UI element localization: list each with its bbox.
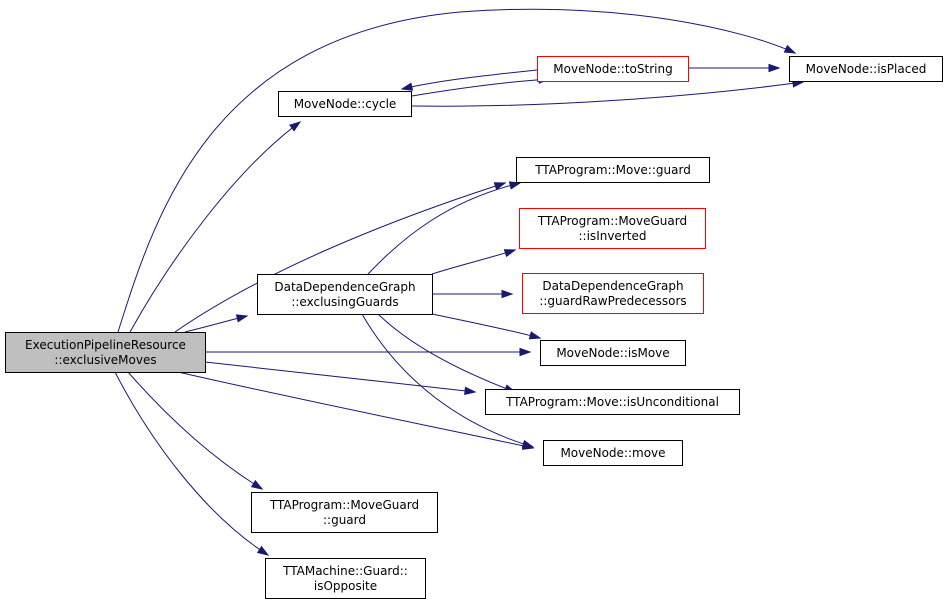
edge-arrowhead xyxy=(503,249,517,258)
node-isOpposite[interactable]: TTAMachine::Guard::isOpposite xyxy=(265,558,426,599)
edge-cycle-to-toString xyxy=(411,75,551,97)
node-box xyxy=(789,56,943,82)
edge-root-to-nodeMove xyxy=(177,371,535,450)
node-label-line: MoveNode::toString xyxy=(553,62,672,76)
node-label-line: isOpposite xyxy=(314,579,377,593)
node-label-line: ::exclusingGuards xyxy=(291,295,398,309)
node-label-line: MoveNode::isMove xyxy=(556,346,669,360)
edge-exclusingGuards-to-moveGuard xyxy=(367,181,522,275)
node-isUnconditional[interactable]: TTAProgram::Move::isUnconditional xyxy=(485,389,740,415)
nodes-layer: ExecutionPipelineResource::exclusiveMove… xyxy=(5,56,943,599)
edge-arrowhead xyxy=(400,82,414,91)
node-label-line: MoveNode::cycle xyxy=(294,97,397,111)
node-label-line: DataDependenceGraph xyxy=(542,279,683,293)
edge-line xyxy=(367,182,521,275)
node-cycle[interactable]: MoveNode::cycle xyxy=(278,91,412,117)
edge-line xyxy=(377,313,516,393)
edge-root-to-exclusingGuards xyxy=(184,314,249,333)
node-label-line: TTAProgram::MoveGuard xyxy=(269,498,419,512)
node-label-line: MoveNode::move xyxy=(560,446,665,460)
edge-toString-to-cycle xyxy=(400,69,538,91)
node-box xyxy=(5,332,206,373)
edge-root-to-mgGuard xyxy=(127,371,264,490)
edge-arrowhead xyxy=(508,181,522,190)
node-label-line: DataDependenceGraph xyxy=(274,280,415,294)
node-guardRaw[interactable]: DataDependenceGraph::guardRawPredecessor… xyxy=(522,273,704,314)
node-box xyxy=(516,157,710,183)
edge-line xyxy=(174,182,506,333)
edge-cycle-to-isPlaced xyxy=(411,79,805,107)
node-toString[interactable]: MoveNode::toString xyxy=(537,56,689,82)
node-box xyxy=(519,208,706,249)
edge-root-to-isMove xyxy=(205,347,532,357)
edge-line xyxy=(114,371,269,556)
edge-toString-to-isPlaced xyxy=(688,63,781,73)
node-label-line: TTAProgram::Move::guard xyxy=(534,163,691,177)
node-box xyxy=(278,91,412,117)
node-box xyxy=(257,274,433,315)
node-box xyxy=(251,492,438,533)
edge-root-to-isPlaced xyxy=(117,8,797,333)
node-box xyxy=(522,273,704,314)
edge-arrowhead xyxy=(519,347,532,357)
node-label-line: TTAProgram::Move::isUnconditional xyxy=(505,395,719,409)
node-nodeMove[interactable]: MoveNode::move xyxy=(543,440,683,466)
node-label-line: TTAProgram::MoveGuard xyxy=(537,214,687,228)
edge-root-to-moveGuard xyxy=(174,182,507,333)
edge-arrowhead xyxy=(256,545,270,556)
node-box xyxy=(543,440,683,466)
edge-arrowhead xyxy=(521,439,535,448)
node-isMove[interactable]: MoveNode::isMove xyxy=(540,340,686,366)
edge-arrowhead xyxy=(250,479,264,490)
edge-line xyxy=(204,361,476,393)
edge-line xyxy=(401,69,538,90)
node-box xyxy=(265,558,426,599)
edge-arrowhead xyxy=(464,386,477,396)
node-isPlaced[interactable]: MoveNode::isPlaced xyxy=(789,56,943,82)
edge-line xyxy=(127,371,263,490)
edge-line xyxy=(431,249,516,275)
edge-root-to-cycle xyxy=(129,121,302,333)
edge-line xyxy=(129,121,301,333)
edge-exclusingGuards-to-isInverted xyxy=(431,249,517,275)
edge-exclusingGuards-to-isMove xyxy=(431,313,542,340)
edge-exclusingGuards-to-guardRaw xyxy=(432,289,514,299)
node-box xyxy=(540,340,686,366)
edge-root-to-isOpposite xyxy=(114,371,270,556)
edge-arrowhead xyxy=(501,289,514,299)
node-root: ExecutionPipelineResource::exclusiveMove… xyxy=(5,332,206,373)
edge-line xyxy=(177,371,534,449)
node-isInverted[interactable]: TTAProgram::MoveGuard::isInverted xyxy=(519,208,706,249)
node-label-line: ::guard xyxy=(323,513,366,527)
edge-arrowhead xyxy=(768,63,781,73)
node-box xyxy=(485,389,740,415)
node-exclusingGuards[interactable]: DataDependenceGraph::exclusingGuards xyxy=(257,274,433,315)
edge-line xyxy=(361,313,534,448)
node-box xyxy=(537,56,689,82)
node-label-line: ExecutionPipelineResource xyxy=(25,338,186,352)
edge-arrowhead xyxy=(289,121,302,132)
node-label-line: MoveNode::isPlaced xyxy=(806,62,927,76)
node-moveGuard[interactable]: TTAProgram::Move::guard xyxy=(516,157,710,183)
edge-exclusingGuards-to-isUnconditional xyxy=(377,313,517,393)
node-mgGuard[interactable]: TTAProgram::MoveGuard::guard xyxy=(251,492,438,533)
edge-line xyxy=(431,313,541,339)
edge-arrowhead xyxy=(528,331,542,340)
node-label-line: ::isInverted xyxy=(579,229,647,243)
node-label-line: TTAMachine::Guard:: xyxy=(282,564,408,578)
edge-arrowhead xyxy=(783,44,797,54)
edge-exclusingGuards-to-nodeMove xyxy=(361,313,535,448)
node-label-line: ::exclusiveMoves xyxy=(54,353,156,367)
edge-arrowhead xyxy=(493,182,507,191)
edges-layer xyxy=(114,8,805,556)
edge-root-to-isUnconditional xyxy=(204,361,477,396)
edge-line xyxy=(411,81,804,107)
edge-line xyxy=(117,8,796,333)
edge-line xyxy=(411,78,550,97)
edge-arrowhead xyxy=(235,314,249,323)
node-label-line: ::guardRawPredecessors xyxy=(539,294,686,308)
